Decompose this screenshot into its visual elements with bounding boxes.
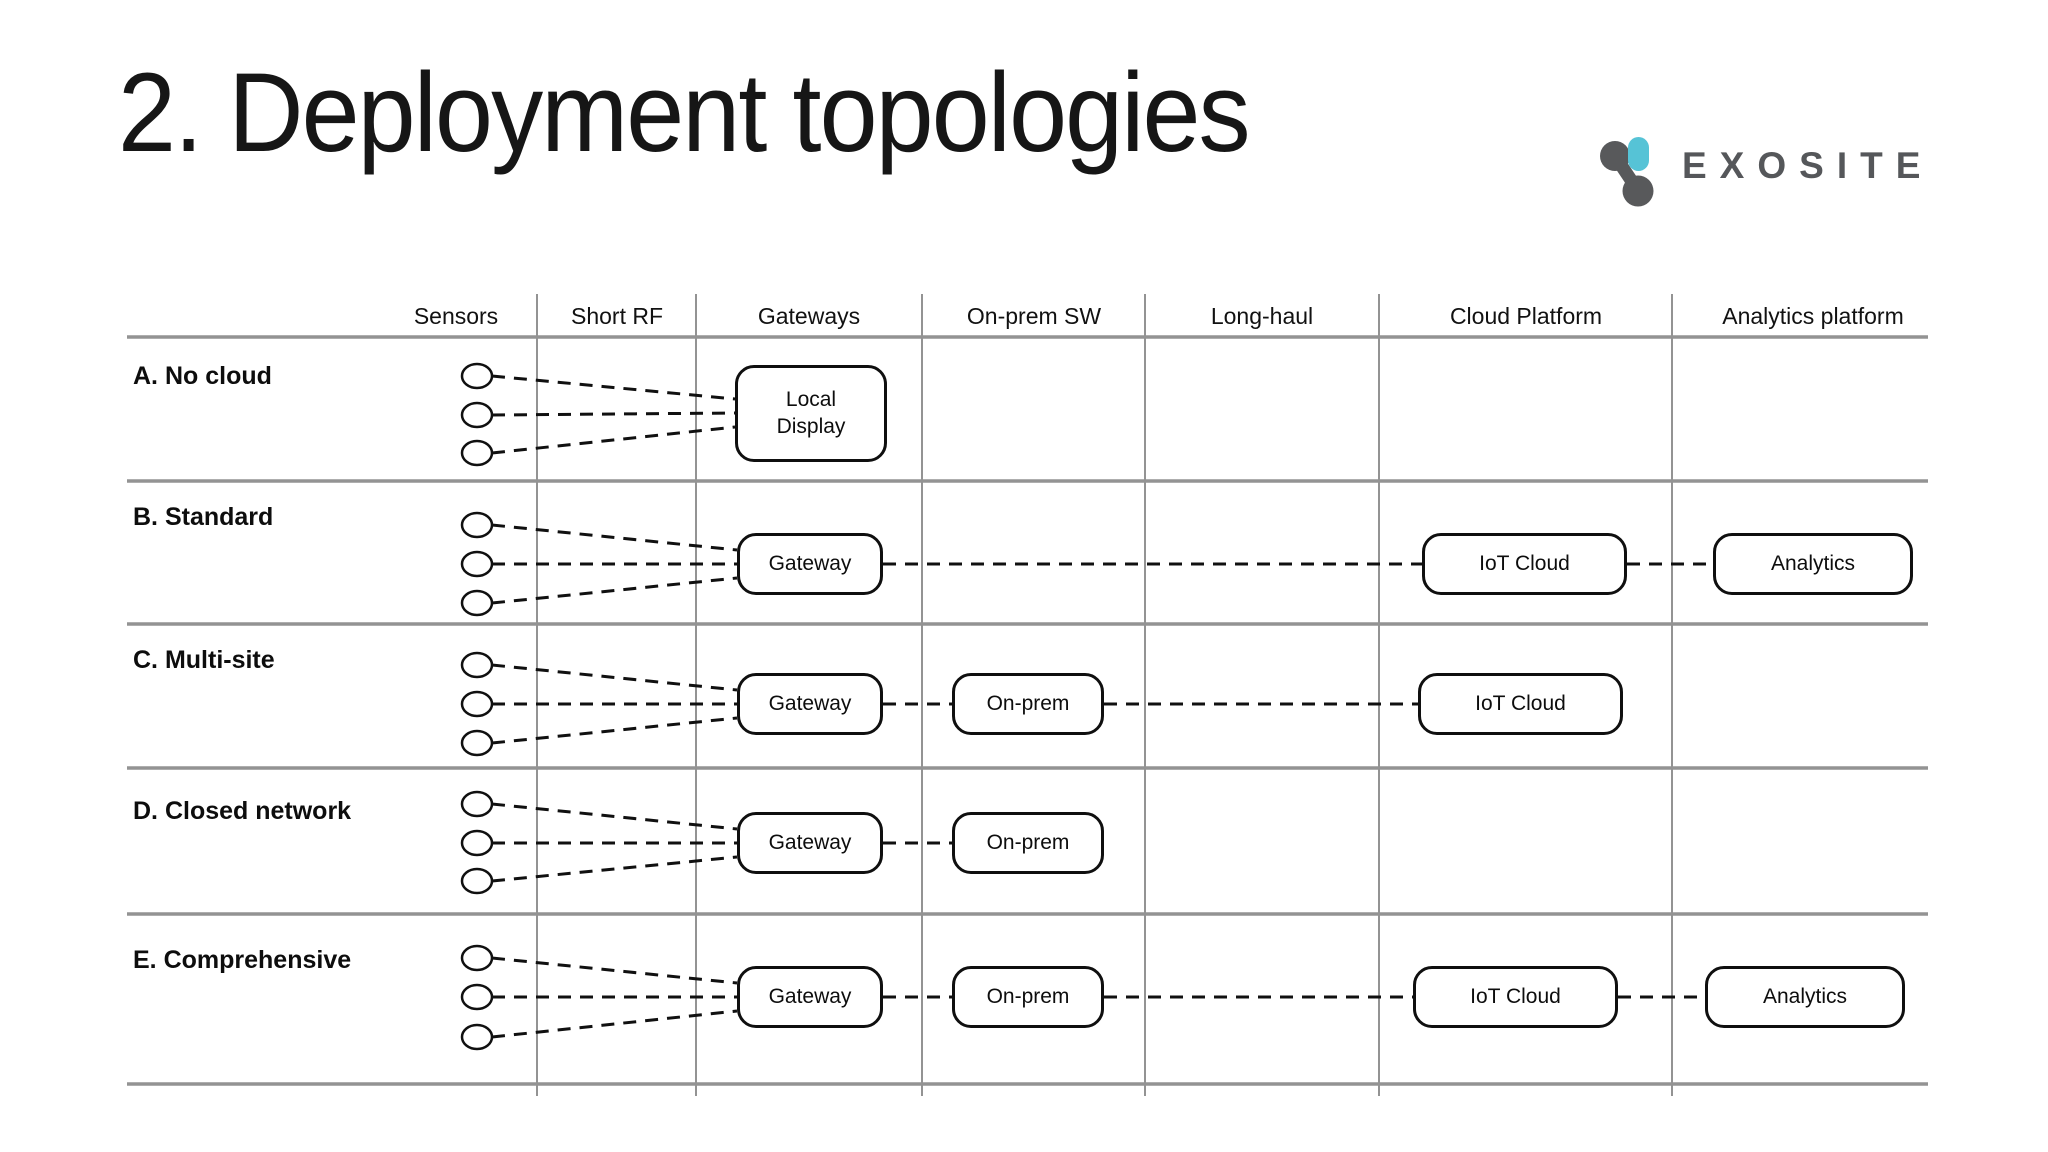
row-a-sensors <box>460 362 494 467</box>
row-label-closed-network: D. Closed network <box>133 797 352 825</box>
sensor-icon <box>460 1023 494 1051</box>
column-header-short-rf: Short RF <box>570 303 664 329</box>
node-label: Analytics <box>1762 984 1848 1008</box>
row-d-sensors <box>460 790 494 895</box>
node-label: Gateway <box>768 984 852 1008</box>
row-label-no-cloud: A. No cloud <box>133 362 272 390</box>
logo-gray-dot-bottom <box>1622 175 1654 207</box>
logo-blue-pill <box>1628 137 1649 171</box>
logo-gray-dot-top <box>1600 141 1630 171</box>
row-c-connectors <box>491 663 1418 745</box>
column-header-on-prem-sw: On-prem SW <box>966 303 1102 329</box>
node-iot-cloud-b: IoT Cloud <box>1422 533 1627 595</box>
column-header-gateways: Gateways <box>757 303 861 329</box>
node-label: Local Display <box>776 388 846 438</box>
column-header-cloud-platform: Cloud Platform <box>1449 303 1603 329</box>
sensor-icon <box>460 589 494 617</box>
sensor-icon <box>460 550 494 578</box>
node-iot-cloud-e: IoT Cloud <box>1413 966 1618 1028</box>
node-label: On-prem <box>986 691 1070 715</box>
sensor-icon <box>460 511 494 539</box>
node-analytics-e: Analytics <box>1705 966 1905 1028</box>
sensor-icon <box>460 401 494 429</box>
node-on-prem-c: On-prem <box>952 673 1104 735</box>
page-title: 2. Deployment topologies <box>118 50 1251 175</box>
node-analytics-b: Analytics <box>1713 533 1913 595</box>
sensor-icons <box>460 362 494 1051</box>
column-header-sensors: Sensors <box>413 303 499 329</box>
node-label: Gateway <box>768 830 852 854</box>
row-a-connectors <box>491 374 736 455</box>
exosite-logo-text: EXOSITE <box>1682 145 1934 186</box>
node-label: On-prem <box>986 984 1070 1008</box>
node-label: On-prem <box>986 830 1070 854</box>
column-header-long-haul: Long-haul <box>1210 303 1314 329</box>
connector-lines <box>491 374 1713 1039</box>
node-label: Gateway <box>768 551 852 575</box>
sensor-icon <box>460 867 494 895</box>
row-label-comprehensive: E. Comprehensive <box>133 946 352 974</box>
row-label-multi-site: C. Multi-site <box>133 646 275 674</box>
node-local-display-a: Local Display <box>735 365 887 462</box>
node-label: IoT Cloud <box>1479 551 1570 575</box>
row-e-connectors <box>491 956 1705 1039</box>
node-iot-cloud-c: IoT Cloud <box>1418 673 1623 735</box>
row-e-sensors <box>460 944 494 1051</box>
node-gateway-b: Gateway <box>737 533 883 595</box>
node-gateway-e: Gateway <box>737 966 883 1028</box>
exosite-logo: EXOSITE <box>1598 118 1933 214</box>
row-label-standard: B. Standard <box>133 503 274 531</box>
row-b-connectors <box>491 523 1713 605</box>
exosite-logo-icon <box>1600 137 1654 207</box>
sensor-icon <box>460 729 494 757</box>
sensor-icon <box>460 690 494 718</box>
sensor-icon <box>460 439 494 467</box>
grid-lines <box>127 294 1928 1096</box>
node-gateway-d: Gateway <box>737 812 883 874</box>
sensor-icon <box>460 944 494 972</box>
row-c-sensors <box>460 651 494 757</box>
node-label: IoT Cloud <box>1475 691 1566 715</box>
node-label: Gateway <box>768 691 852 715</box>
node-gateway-c: Gateway <box>737 673 883 735</box>
node-label: Analytics <box>1770 551 1856 575</box>
sensor-icon <box>460 790 494 818</box>
row-d-connectors <box>491 802 952 883</box>
sensor-icon <box>460 651 494 679</box>
node-label: IoT Cloud <box>1470 984 1561 1008</box>
row-b-sensors <box>460 511 494 617</box>
node-on-prem-d: On-prem <box>952 812 1104 874</box>
column-header-analytics-platform: Analytics platform <box>1722 303 1904 329</box>
sensor-icon <box>460 983 494 1011</box>
sensor-icon <box>460 362 494 390</box>
node-on-prem-e: On-prem <box>952 966 1104 1028</box>
sensor-icon <box>460 829 494 857</box>
